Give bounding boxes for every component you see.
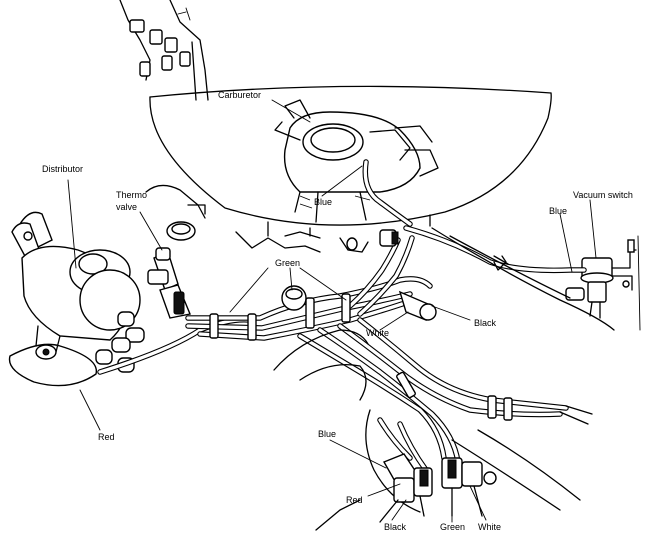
- label-green-bottom: Green: [440, 522, 465, 532]
- label-blue-bottom: Blue: [318, 429, 336, 439]
- thermostat-housing: [145, 184, 369, 253]
- label-distributor: Distributor: [42, 164, 83, 174]
- upper-engine-detail: [119, 0, 209, 101]
- label-carburetor: Carburetor: [218, 90, 261, 100]
- label-thermo-valve-line2: valve: [116, 202, 137, 212]
- label-vacuum-switch: Vacuum switch: [573, 190, 633, 200]
- label-red-left: Red: [98, 432, 115, 442]
- label-blue-right: Blue: [549, 206, 567, 216]
- thermo-valve: [147, 247, 191, 319]
- label-leader-lines: [67, 99, 597, 523]
- carburetor: [274, 99, 439, 223]
- label-white-bottom: White: [478, 522, 501, 532]
- engine-outline-lower: [273, 227, 615, 513]
- label-red-bottom: Red: [346, 495, 363, 505]
- vacuum-hoses: [97, 159, 587, 473]
- label-white-mid: White: [366, 328, 389, 338]
- vacuum-switch: [565, 235, 641, 331]
- label-thermo-valve-line1: Thermo: [116, 190, 147, 200]
- label-blue-top: Blue: [314, 197, 332, 207]
- distributor: [8, 211, 145, 387]
- bottom-connector-block: [315, 453, 497, 531]
- diagram-labels: Carburetor Distributor Thermo valve Blue…: [42, 90, 633, 532]
- label-black-bottom: Black: [384, 522, 407, 532]
- label-green-top: Green: [275, 258, 300, 268]
- label-black-mid: Black: [474, 318, 497, 328]
